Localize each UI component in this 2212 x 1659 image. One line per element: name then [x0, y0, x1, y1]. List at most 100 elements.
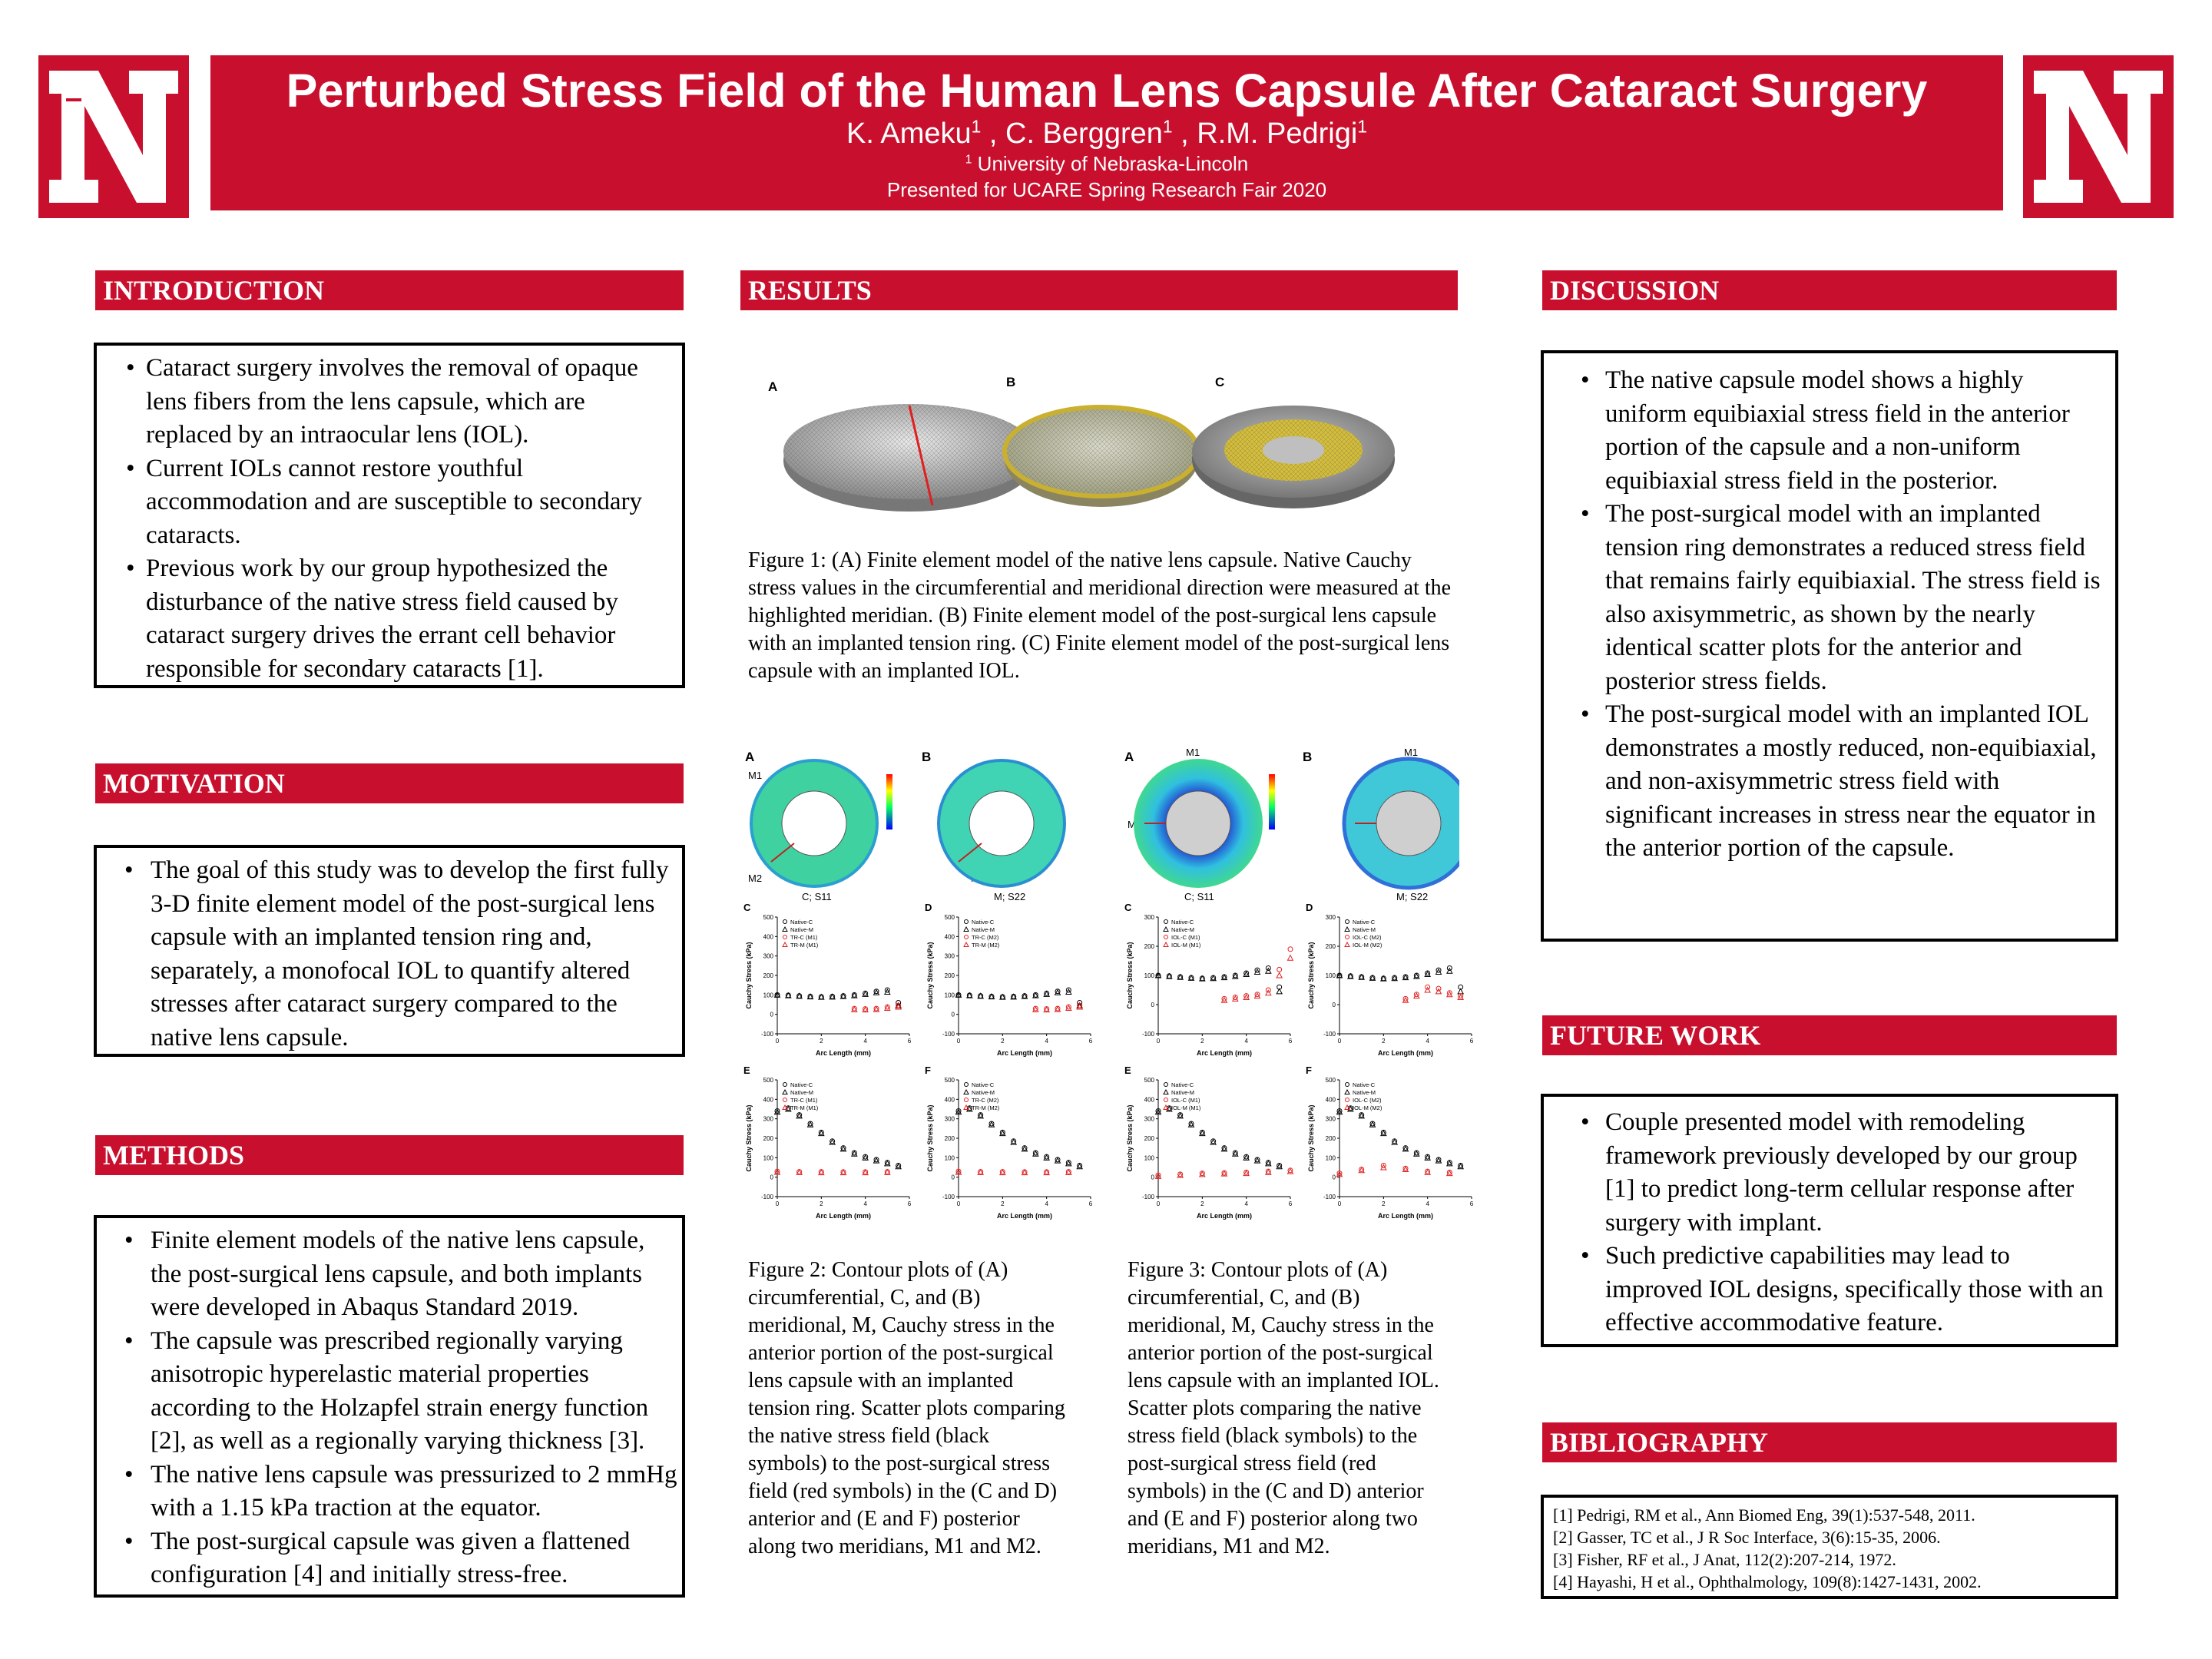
data-point [873, 1005, 880, 1012]
panel-label: B [1303, 750, 1313, 764]
data-point [1445, 991, 1453, 998]
y-tick-label: -100 [761, 1031, 774, 1038]
introduction-heading: INTRODUCTION [95, 270, 684, 310]
data-point [1076, 1003, 1084, 1010]
panel-label: D [1306, 902, 1313, 913]
legend-marker [1164, 919, 1168, 924]
data-point [977, 1168, 985, 1175]
data-point [955, 1108, 962, 1115]
data-point [1076, 1163, 1084, 1170]
data-point [1177, 1112, 1184, 1119]
data-point [1232, 995, 1238, 1000]
data-point [1054, 1005, 1061, 1012]
legend-label: TR-C (M2) [972, 934, 999, 941]
data-point [862, 1169, 869, 1176]
data-point [1336, 972, 1343, 979]
affiliation-mark: 1 [971, 116, 982, 137]
legend-label: TR-M (M2) [972, 942, 1000, 949]
panel-label: C [1124, 902, 1132, 913]
data-point [850, 992, 858, 998]
data-point [1043, 1154, 1051, 1161]
y-tick-label: 300 [1326, 914, 1336, 921]
university-logo-right [2023, 55, 2174, 218]
panel-label: E [743, 1065, 750, 1076]
data-point [1379, 1164, 1387, 1171]
data-point [1231, 995, 1239, 1002]
data-point [1435, 985, 1442, 992]
data-point [1198, 1171, 1206, 1177]
data-point [955, 991, 962, 998]
x-tick-label: 4 [1244, 1200, 1248, 1207]
data-point [850, 1150, 858, 1157]
data-point [1021, 1145, 1028, 1152]
legend-marker [1163, 1104, 1169, 1110]
y-axis-label: Cauchy Stress (kPa) [745, 942, 753, 1008]
x-tick-label: 6 [908, 1200, 912, 1207]
data-point [1210, 1138, 1217, 1145]
y-tick-label: 200 [763, 1135, 774, 1142]
data-point [1165, 972, 1173, 979]
legend-marker [1345, 935, 1349, 939]
figure-3-contours: A B M1 M2 M1 M2 C; S11 M; S22 [1121, 747, 1459, 902]
list-item: The capsule was prescribed regionally va… [97, 1325, 677, 1459]
legend-marker [1164, 1098, 1168, 1102]
y-tick-label: 0 [1151, 1002, 1155, 1008]
data-point [1446, 990, 1452, 996]
legend-label: IOL-M (M2) [1353, 1104, 1382, 1111]
x-axis-label: Arc Length (mm) [1197, 1212, 1252, 1220]
data-point [1243, 993, 1250, 999]
data-point [883, 1168, 891, 1175]
x-tick-label: 2 [1382, 1038, 1386, 1045]
legend-marker [1345, 919, 1349, 924]
data-point [1010, 1138, 1018, 1145]
data-point [884, 987, 890, 993]
data-point [1065, 988, 1072, 995]
data-point [1198, 975, 1206, 982]
data-point [1391, 1138, 1399, 1145]
data-point [1043, 990, 1051, 997]
y-tick-label: 500 [945, 914, 955, 921]
legend-marker [964, 1082, 969, 1087]
data-point [1077, 1002, 1083, 1008]
y-tick-label: 300 [945, 953, 955, 960]
legend-marker [963, 941, 969, 947]
y-tick-label: 0 [952, 1012, 955, 1018]
x-tick-label: 2 [1382, 1200, 1386, 1207]
data-point [1264, 967, 1272, 974]
data-point [1031, 1005, 1039, 1012]
x-tick-label: 6 [1289, 1038, 1293, 1045]
data-point [1458, 993, 1464, 999]
y-tick-label: 0 [1151, 1174, 1155, 1181]
y-tick-label: 400 [1326, 1096, 1336, 1103]
x-axis-label: Arc Length (mm) [1197, 1049, 1252, 1057]
affiliation-mark: 1 [1357, 116, 1368, 137]
legend-label: TR-M (M1) [790, 1104, 819, 1111]
data-point [965, 992, 973, 998]
legend-marker [1344, 926, 1350, 932]
x-tick-label: 0 [957, 1200, 961, 1207]
data-point [1021, 1169, 1028, 1176]
data-point [1154, 972, 1162, 979]
data-point [1276, 988, 1283, 995]
data-point [817, 1130, 825, 1137]
contour-label: M; S22 [1396, 891, 1429, 902]
contour-label: M; S22 [994, 891, 1026, 902]
data-point [1010, 993, 1018, 1000]
list-item: Couple presented model with remodeling f… [1544, 1106, 2104, 1240]
data-point [1243, 1170, 1250, 1177]
data-point [1187, 1121, 1195, 1128]
presented-at: Presented for UCARE Spring Research Fair… [886, 178, 1327, 201]
legend-label: IOL-C (M1) [1171, 934, 1200, 941]
contour-plot-image [750, 759, 1066, 888]
data-point [1435, 967, 1442, 973]
legend-marker [1344, 941, 1350, 947]
figure-1: A B C [740, 375, 1432, 521]
list-item: Finite element models of the native lens… [97, 1224, 677, 1325]
data-point [1424, 1168, 1432, 1175]
data-point [1445, 1160, 1453, 1167]
data-point [883, 1160, 891, 1167]
y-tick-label: 500 [763, 1077, 774, 1084]
data-point [817, 1169, 825, 1176]
legend-marker [1345, 1082, 1349, 1087]
